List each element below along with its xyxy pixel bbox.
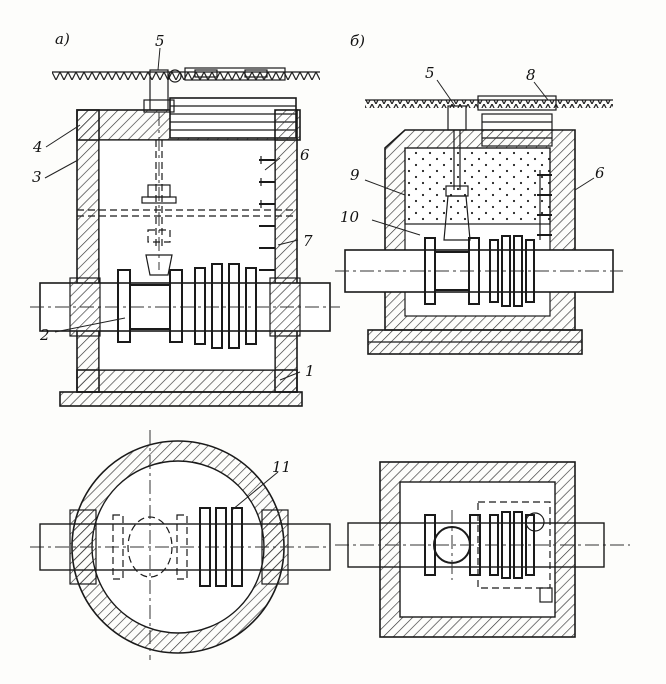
left-wall-a [77, 110, 99, 392]
callout-6-b: 6 [595, 164, 605, 182]
callout-6-a: 6 [300, 146, 310, 164]
plan-b-rect [335, 462, 630, 637]
floor-slab-a [77, 370, 297, 392]
callout-4-a: 4 [32, 138, 43, 156]
view-a-section: а) 5 4 3 6 7 2 1 [30, 30, 340, 406]
callout-5-a: 5 [155, 32, 165, 50]
ground-surface-b [365, 100, 613, 108]
callout-8-b: 8 [526, 66, 536, 84]
callout-10-b: 10 [340, 208, 360, 226]
right-wall-a [275, 110, 297, 392]
callout-1-a: 1 [305, 362, 315, 380]
view-b-section: б) 5 8 6 9 10 [335, 32, 623, 354]
ground-surface-a [52, 72, 320, 80]
footing-a [60, 392, 302, 406]
view-a-label: а) [55, 30, 70, 48]
callout-3-a: 3 [32, 168, 42, 186]
callout-2-a: 2 [39, 326, 50, 344]
chamber-cavity-a [99, 140, 275, 370]
insulation-fill-b [405, 148, 550, 224]
callout-7-a: 7 [303, 232, 313, 250]
callout-9-b: 9 [350, 166, 360, 184]
plan-a-round: 11 [30, 430, 330, 660]
pipeline-b [335, 236, 623, 306]
callout-5-b: 5 [425, 64, 435, 82]
callout-11: 11 [272, 458, 291, 476]
view-b-label: б) [350, 32, 365, 50]
